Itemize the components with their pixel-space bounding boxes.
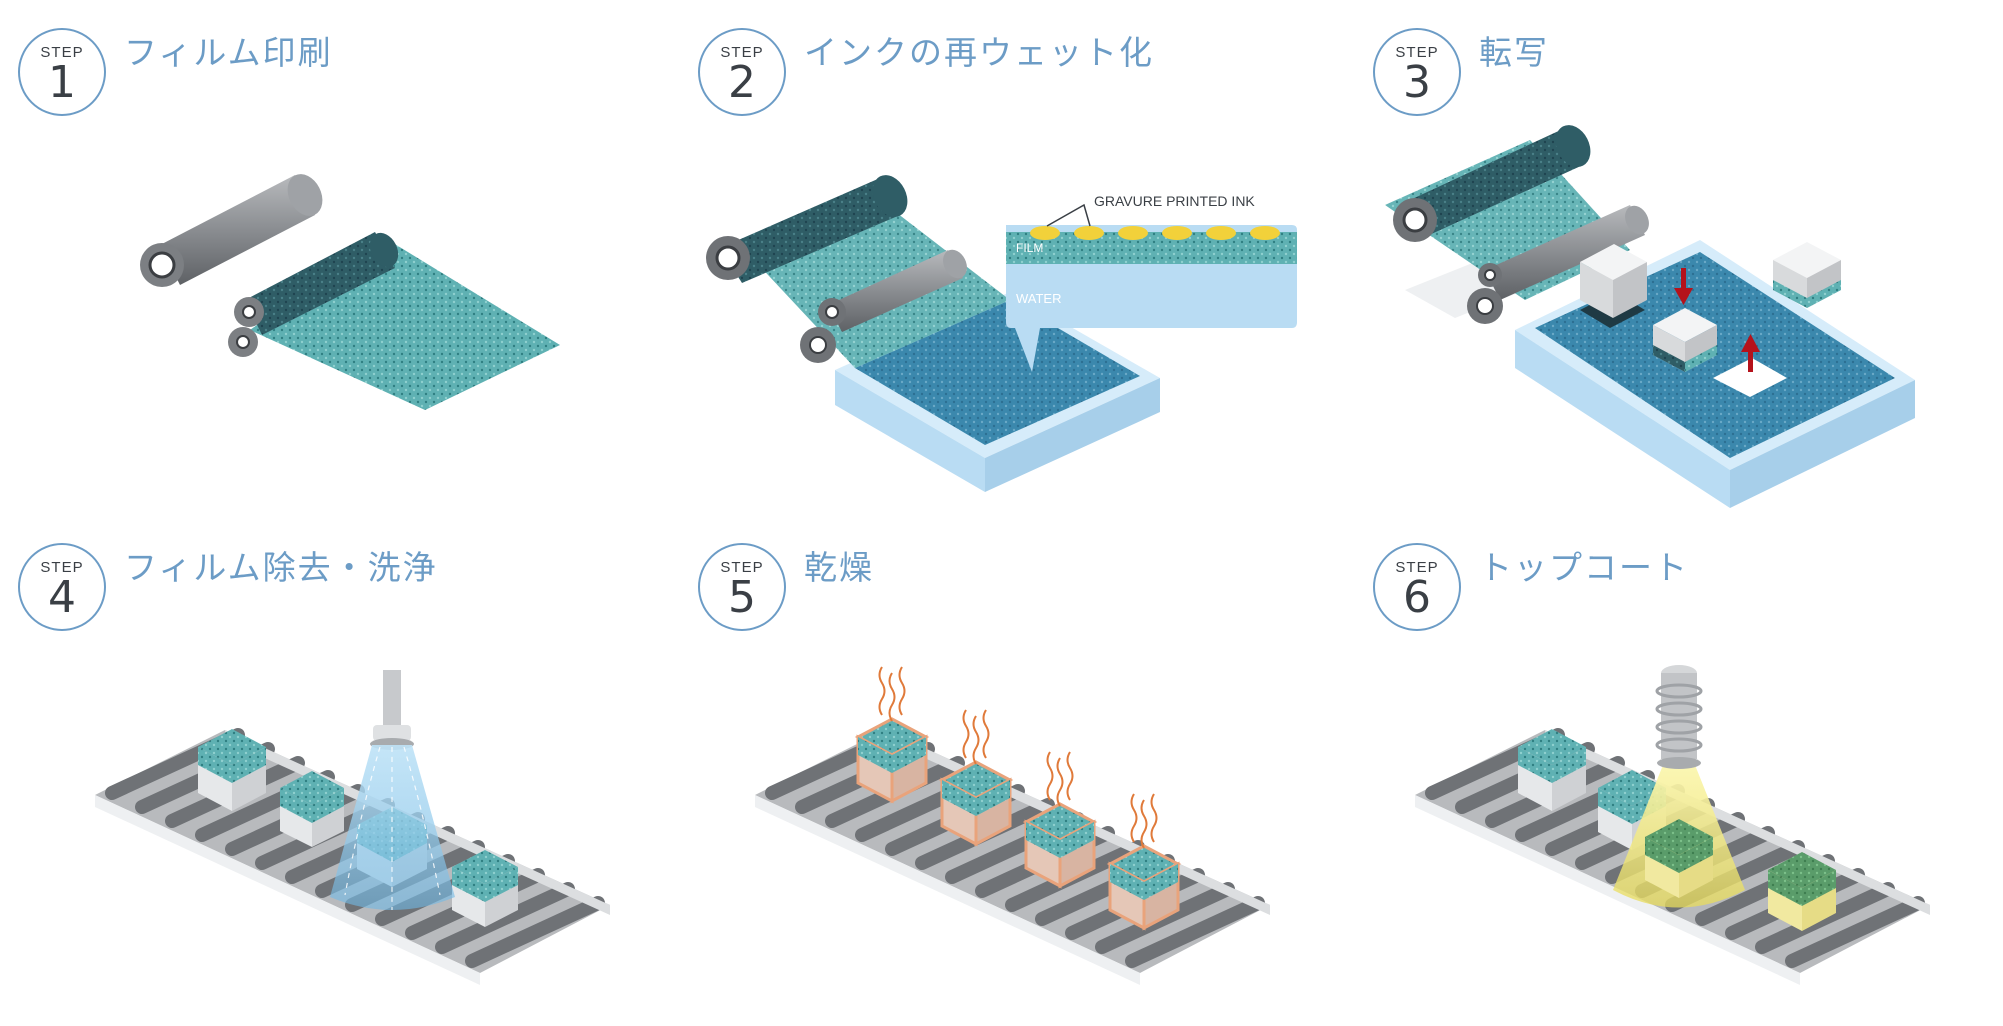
uv-lamp (1655, 665, 1703, 769)
up-arrow (1741, 334, 1760, 372)
step-number: 4 (48, 572, 76, 623)
guide-rollers (800, 249, 967, 363)
film-roll (1393, 125, 1591, 242)
step-3-title: 転写 (1479, 33, 1549, 72)
product-box-drying (1106, 844, 1182, 931)
step-5-badge: STEP 5 (698, 543, 786, 631)
roller-conveyor (755, 728, 1270, 985)
drying-boxes (854, 717, 1182, 931)
water-tank (1515, 240, 1915, 508)
down-arrow (1681, 268, 1686, 290)
ink-leader-line (1046, 203, 1091, 227)
film-roll (228, 232, 399, 357)
film-roll (706, 175, 908, 283)
step-number: 6 (1403, 572, 1431, 623)
step-6-title: トップコート (1479, 548, 1689, 587)
step-4-title: フィルム除去・洗浄 (124, 548, 438, 587)
product-box-coated (1768, 852, 1836, 931)
product-box (280, 771, 344, 847)
step-6-panel: STEP 6 トップコート (1355, 515, 2003, 1025)
film-printing-illustration (140, 174, 560, 410)
top-coat-illustration (1415, 665, 1930, 985)
product-box (452, 850, 518, 927)
cube-before-dip (1580, 244, 1647, 328)
step-2-badge: STEP 2 (698, 28, 786, 116)
cross-section-callout: GRAVURE PRINTED INK FILM WATER (1006, 193, 1297, 372)
water-tank (835, 292, 1160, 492)
steel-roller (140, 174, 323, 287)
product-box-drying (854, 717, 930, 804)
step-3-panel: STEP 3 転写 (1355, 0, 2003, 510)
step-5-panel: STEP 5 乾燥 (680, 515, 1340, 1025)
ink-rewetting-illustration: GRAVURE PRINTED INK FILM WATER (706, 175, 1297, 492)
spray-nozzle (370, 670, 414, 750)
step-5-title: 乾燥 (804, 548, 874, 587)
transfer-illustration (1385, 125, 1915, 508)
step-label: STEP (40, 559, 84, 576)
step-6-badge: STEP 6 (1373, 543, 1461, 631)
step-label: STEP (40, 44, 84, 61)
water-label: WATER (1016, 291, 1062, 306)
step-4-panel: STEP 4 フィルム除去・洗浄 (0, 515, 660, 1025)
step-number: 2 (728, 57, 756, 108)
printed-film-sheet (250, 235, 560, 410)
product-box (1518, 729, 1586, 811)
step-1-badge: STEP 1 (18, 28, 106, 116)
step-number: 5 (728, 572, 756, 623)
step-4-badge: STEP 4 (18, 543, 106, 631)
ink-dots (1030, 226, 1280, 240)
ink-label: GRAVURE PRINTED INK (1094, 193, 1255, 209)
drying-illustration (755, 666, 1270, 985)
film-label: FILM (1016, 241, 1043, 255)
step-label: STEP (720, 44, 764, 61)
step-number: 3 (1403, 57, 1431, 108)
film-removal-washing-illustration (95, 670, 610, 985)
product-box-drying (1022, 802, 1098, 889)
heat-waves (878, 666, 1158, 849)
step-3-badge: STEP 3 (1373, 28, 1461, 116)
step-1-panel: STEP 1 フィルム印刷 (0, 0, 660, 510)
step-label: STEP (1395, 559, 1439, 576)
guide-rollers (1467, 205, 1649, 324)
step-2-title: インクの再ウェット化 (804, 33, 1154, 72)
step-label: STEP (1395, 44, 1439, 61)
cube-dipping (1653, 268, 1717, 372)
product-box (198, 729, 266, 811)
product-box-drying (938, 760, 1014, 847)
step-1-title: フィルム印刷 (124, 33, 333, 72)
step-label: STEP (720, 559, 764, 576)
lift-spot (1713, 358, 1787, 397)
step-2-panel: STEP 2 インクの再ウェット化 (680, 0, 1340, 510)
step-number: 1 (48, 57, 76, 108)
cube-transferred (1773, 242, 1841, 308)
product-box-coating (1645, 819, 1713, 898)
